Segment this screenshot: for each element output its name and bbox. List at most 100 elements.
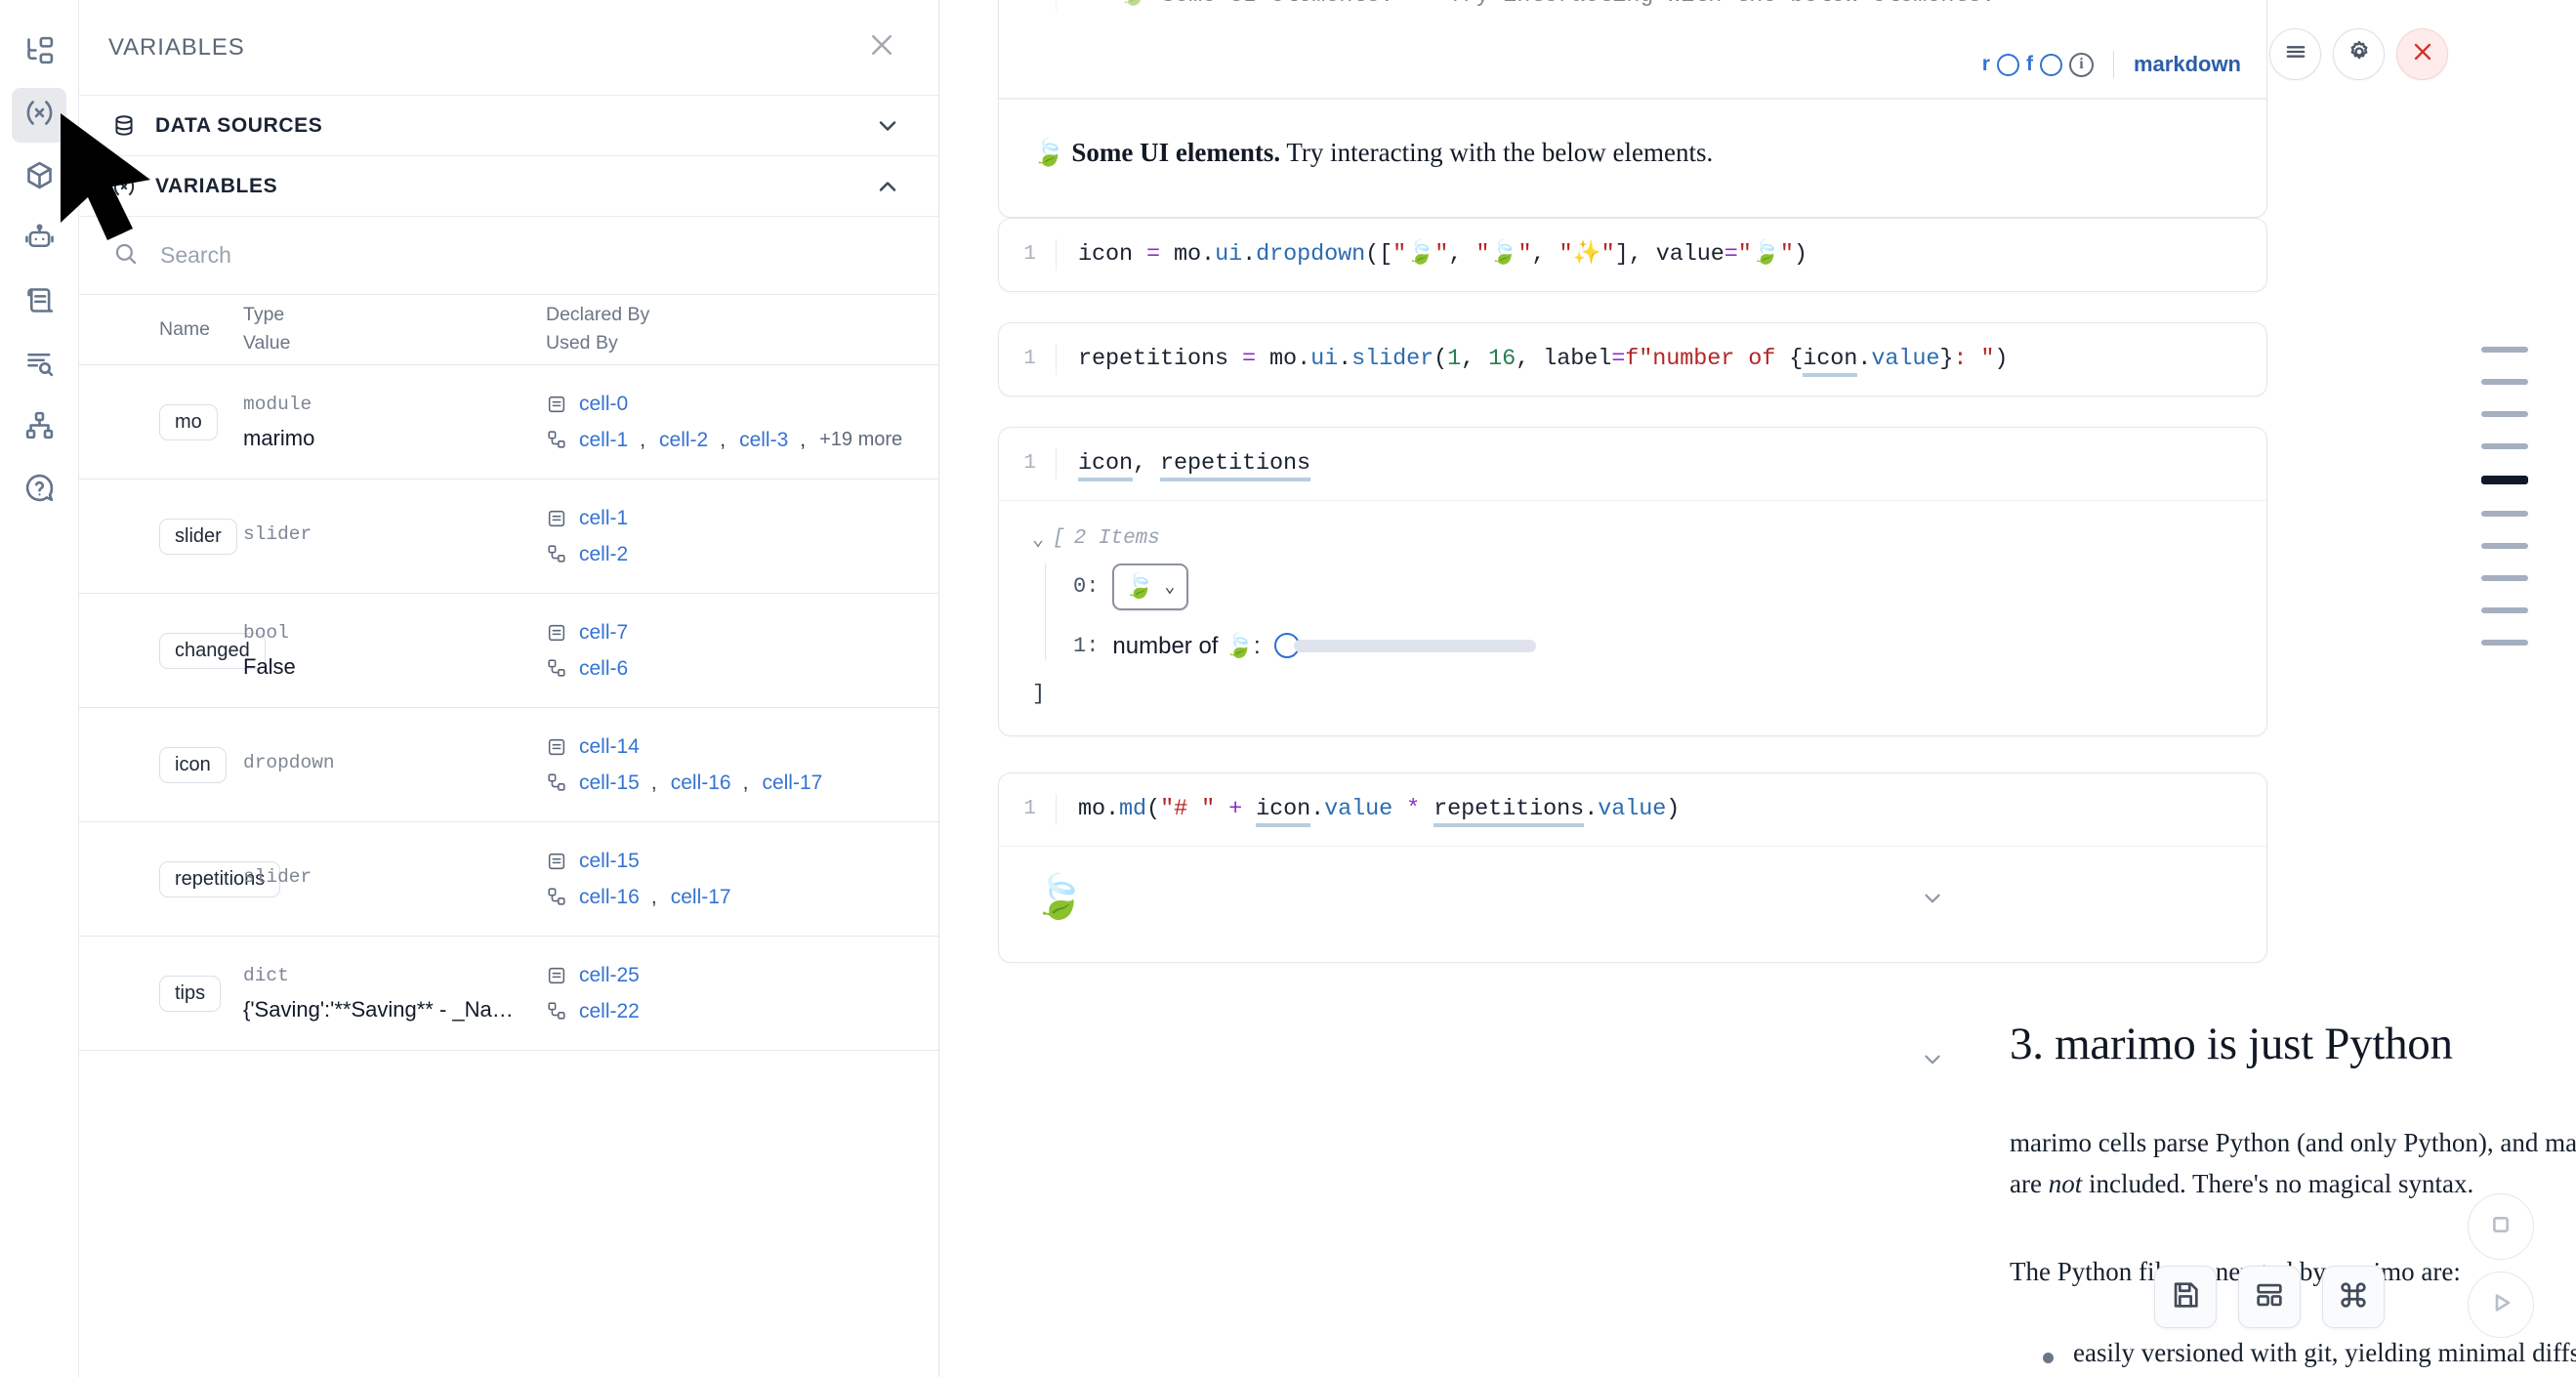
code-text[interactable]: icon = mo.ui.dropdown(["🍃", "🍃", "✨"], v…	[1056, 239, 1807, 271]
used-by-link[interactable]: cell-17	[670, 885, 731, 908]
bullet-icon	[2043, 1352, 2054, 1363]
chevron-down-icon[interactable]	[874, 112, 901, 140]
markdown-source-text: """🍃 Some UI elements.""" Try interactin…	[1056, 0, 1995, 12]
save-button[interactable]	[2154, 1266, 2217, 1328]
file-tree-icon	[23, 34, 56, 71]
variable-name-chip[interactable]: mo	[159, 403, 218, 440]
variable-name-chip[interactable]: slider	[159, 518, 237, 555]
variable-name-chip[interactable]: tips	[159, 975, 222, 1012]
minimap-tick[interactable]	[2481, 575, 2528, 581]
section-data-sources[interactable]: DATA SOURCES	[79, 96, 938, 156]
panel-close-button[interactable]	[862, 28, 901, 67]
table-row[interactable]: mo module marimo cell-0 cell-1, cell-2, …	[79, 365, 938, 480]
sidebar-item-scratchpad[interactable]	[12, 275, 66, 330]
minimap-tick[interactable]	[2481, 347, 2528, 353]
used-by-link[interactable]: cell-1	[579, 428, 629, 451]
table-row[interactable]: tips dict {'Saving':'**Saving** - _Na… c…	[79, 937, 938, 1051]
run-button[interactable]	[2468, 1272, 2534, 1338]
used-by-link[interactable]: cell-17	[762, 771, 823, 794]
chevron-up-icon[interactable]	[874, 173, 901, 200]
search-icon	[112, 240, 139, 271]
collapse-section-button[interactable]	[1916, 1045, 1949, 1078]
gear-icon	[2346, 38, 2373, 70]
command-palette-button[interactable]	[2322, 1266, 2385, 1328]
chevron-down-icon[interactable]: ⌄	[1032, 528, 1045, 552]
code-text[interactable]: icon, repetitions	[1056, 448, 1310, 481]
sidebar-item-help[interactable]	[12, 463, 66, 518]
minimap-tick[interactable]	[2481, 543, 2528, 549]
sidebar-item-dependency-graph[interactable]	[12, 400, 66, 455]
collapse-md-cell-button[interactable]	[1916, 884, 1949, 917]
minimap-tick-active[interactable]	[2481, 476, 2528, 484]
sidebar-item-outline[interactable]	[12, 338, 66, 393]
column-header-name: Name	[159, 317, 211, 340]
icon-dropdown[interactable]: 🍃 ⌄	[1112, 563, 1189, 610]
code-cell-repetitions[interactable]: 1 repetitions = mo.ui.slider(1, 16, labe…	[998, 322, 2267, 396]
tree-items-count: 2 Items	[1073, 527, 1160, 551]
variable-name-chip[interactable]: changed	[159, 632, 266, 669]
close-icon	[867, 30, 896, 64]
used-by-link[interactable]: cell-15	[579, 771, 640, 794]
sidebar-item-file-tree[interactable]	[12, 25, 66, 80]
used-by-link[interactable]: cell-16	[579, 885, 640, 908]
cell-icon	[546, 965, 567, 986]
declared-by-link[interactable]: cell-7	[579, 620, 629, 644]
section-variables[interactable]: VARIABLES	[79, 156, 938, 217]
variable-name-chip[interactable]: icon	[159, 746, 227, 783]
stop-button[interactable]	[2468, 1193, 2534, 1260]
cell-delete-button[interactable]	[2396, 28, 2448, 80]
tree-header[interactable]: ⌄ [ 2 Items	[1032, 526, 2233, 552]
slider-track[interactable]	[1293, 639, 1536, 652]
dependency-graph-icon	[23, 409, 56, 446]
sidebar-item-packages[interactable]	[12, 150, 66, 205]
list-item-label: easily versioned with git, yielding mini…	[2073, 1337, 2576, 1367]
flag-f-toggle[interactable]	[2039, 53, 2062, 76]
prose-text-a: marimo cells parse Python (and only Pyth…	[2010, 1128, 2576, 1198]
code-text[interactable]: repetitions = mo.ui.slider(1, 16, label=…	[1056, 344, 2008, 377]
code-cell-display[interactable]: 1 icon, repetitions ⌄ [ 2 Items	[998, 427, 2267, 736]
minimap-tick[interactable]	[2481, 443, 2528, 449]
minimap-tick[interactable]	[2481, 607, 2528, 613]
variable-name-chip[interactable]: repetitions	[159, 860, 281, 897]
minimap-tick[interactable]	[2481, 640, 2528, 646]
cell-language-label[interactable]: markdown	[2133, 52, 2241, 77]
code-cell-md[interactable]: 1 mo.md("# " + icon.value * repetitions.…	[998, 772, 2267, 963]
sidebar-item-chat[interactable]	[12, 213, 66, 268]
variable-type: slider	[243, 865, 312, 888]
used-by-link[interactable]: cell-2	[579, 542, 629, 565]
cell-settings-button[interactable]	[2333, 28, 2385, 80]
code-text[interactable]: mo.md("# " + icon.value * repetitions.va…	[1056, 794, 1680, 827]
declared-by-link[interactable]: cell-15	[579, 849, 640, 872]
declared-by-link[interactable]: cell-25	[579, 963, 640, 986]
used-by-link[interactable]: cell-3	[739, 428, 789, 451]
declared-by-link[interactable]: cell-14	[579, 734, 640, 758]
markdown-cell[interactable]: 1 """🍃 Some UI elements.""" Try interact…	[998, 0, 2267, 219]
declared-by-link[interactable]: cell-0	[579, 392, 629, 415]
minimap-tick[interactable]	[2481, 379, 2528, 385]
code-cell-icon[interactable]: 1 icon = mo.ui.dropdown(["🍃", "🍃", "✨"],…	[998, 218, 2267, 292]
table-row[interactable]: repetitions slider cell-15 cell-16, cell…	[79, 822, 938, 937]
used-by-link[interactable]: cell-16	[670, 771, 731, 794]
cell-icon	[546, 736, 567, 758]
cell-flags[interactable]: r f i	[1982, 52, 2094, 77]
repetitions-slider[interactable]	[1273, 633, 1536, 659]
minimap-scrollbar[interactable]	[2471, 0, 2539, 1377]
used-by-link[interactable]: cell-22	[579, 999, 640, 1022]
search-input[interactable]	[158, 241, 901, 270]
declared-by-link[interactable]: cell-1	[579, 506, 629, 529]
markdown-bold-text: Some UI elements.	[1071, 137, 1281, 167]
minimap-tick[interactable]	[2481, 511, 2528, 517]
used-by-link[interactable]: cell-2	[659, 428, 709, 451]
table-row[interactable]: icon dropdown cell-14 cell-15, cell-16, …	[79, 708, 938, 822]
table-row[interactable]: changed bool False cell-7 cell-6	[79, 594, 938, 708]
cell-menu-button[interactable]	[2269, 28, 2321, 80]
cell-icon	[546, 851, 567, 872]
minimap-tick[interactable]	[2481, 411, 2528, 417]
used-by-more[interactable]: +19 more	[819, 429, 903, 451]
sidebar-item-variables[interactable]	[12, 88, 66, 143]
table-row[interactable]: slider slider cell-1 cell-2	[79, 480, 938, 594]
layout-button[interactable]	[2238, 1266, 2301, 1328]
flag-r-toggle[interactable]	[1996, 53, 2019, 76]
used-by-link[interactable]: cell-6	[579, 656, 629, 680]
info-icon[interactable]: i	[2068, 52, 2094, 77]
